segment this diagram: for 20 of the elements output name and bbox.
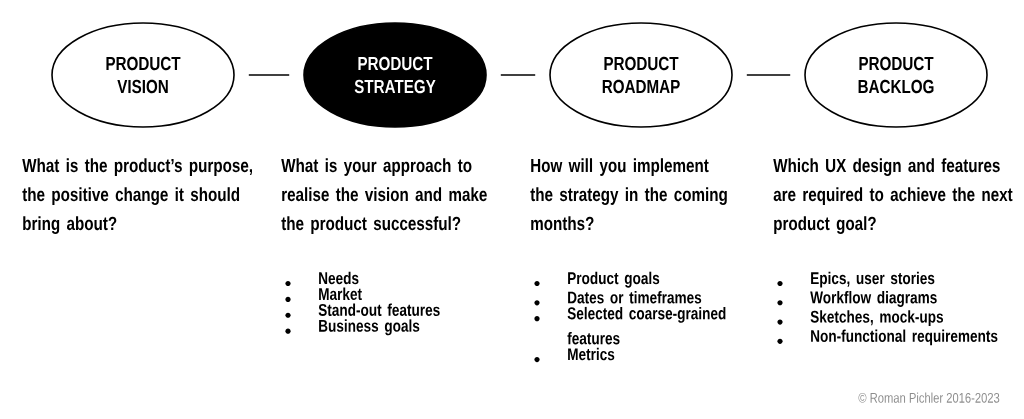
connector-line bbox=[248, 74, 290, 76]
question-text: How will you implement the strategy in the coming months? bbox=[530, 158, 727, 231]
question-text: What is your approach to realise the vision and make the product successful? bbox=[281, 158, 487, 234]
bullet-item: Business goals bbox=[285, 319, 420, 336]
bullet-item: Dates or timeframes bbox=[534, 291, 702, 306]
connector-line bbox=[746, 74, 791, 76]
bullet-item: Workflow diagrams bbox=[777, 290, 937, 307]
bullet-item: Needs bbox=[285, 271, 359, 287]
bullet-item: Epics, user stories bbox=[777, 271, 935, 288]
bullet-item: Metrics bbox=[534, 347, 615, 363]
bullet-item: Sketches, mock-ups bbox=[777, 310, 944, 327]
bullet-item: Product goals bbox=[534, 271, 660, 288]
question-text: Which UX design and features are required to achieve the next product goal? bbox=[773, 158, 1013, 234]
bullet-item: Stand-out features bbox=[285, 303, 440, 318]
bullet-item: Selected coarse-grained features bbox=[534, 306, 726, 345]
bullet-item: Non-functional requirements bbox=[777, 329, 998, 346]
bullet-item: Market bbox=[285, 287, 362, 302]
question-text: What is the product’s purpose, the positive change it should bring about? bbox=[22, 158, 252, 234]
copyright-note: © Roman Pichler 2016-2023 bbox=[858, 392, 1000, 403]
connector-line bbox=[500, 74, 536, 76]
